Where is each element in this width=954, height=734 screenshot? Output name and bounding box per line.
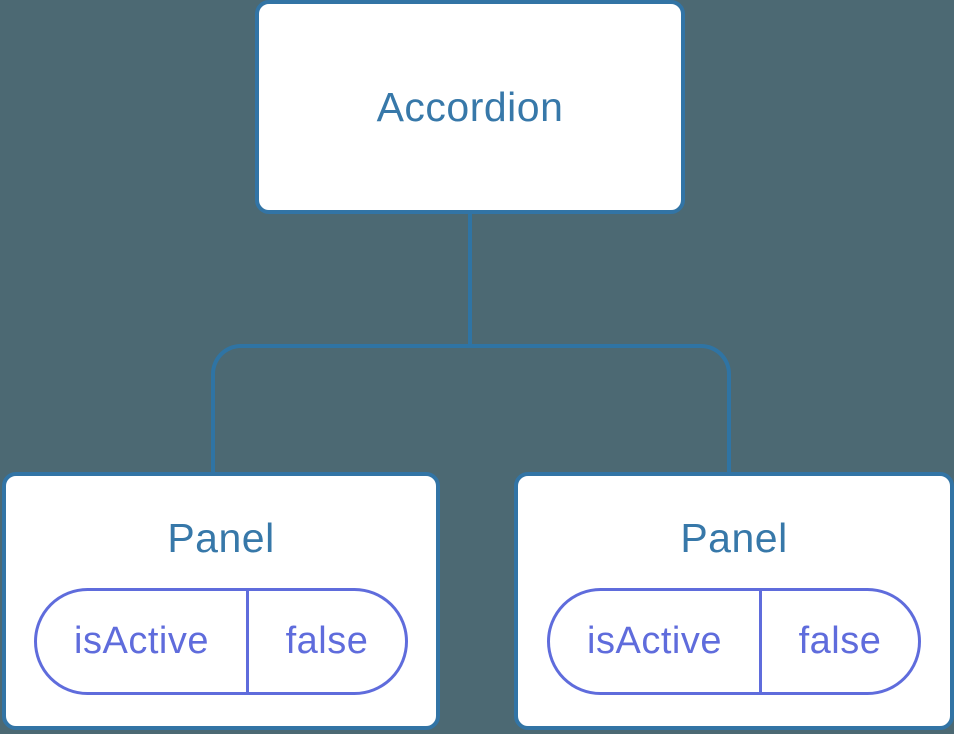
- panel-node-left: Panel isActive false: [2, 472, 440, 730]
- connector-branch-line: [211, 344, 731, 472]
- panel-node-label: Panel: [680, 515, 788, 561]
- accordion-node: Accordion: [255, 0, 685, 214]
- state-value: false: [798, 620, 882, 662]
- state-value: false: [285, 620, 369, 662]
- state-key: isActive: [550, 591, 763, 692]
- accordion-node-label: Accordion: [376, 84, 564, 130]
- connector-stem-line: [468, 214, 472, 348]
- panel-node-label: Panel: [167, 515, 275, 561]
- state-pill: isActive false: [34, 588, 408, 695]
- state-pill: isActive false: [547, 588, 921, 695]
- panel-node-right: Panel isActive false: [514, 472, 954, 730]
- state-key: isActive: [37, 591, 250, 692]
